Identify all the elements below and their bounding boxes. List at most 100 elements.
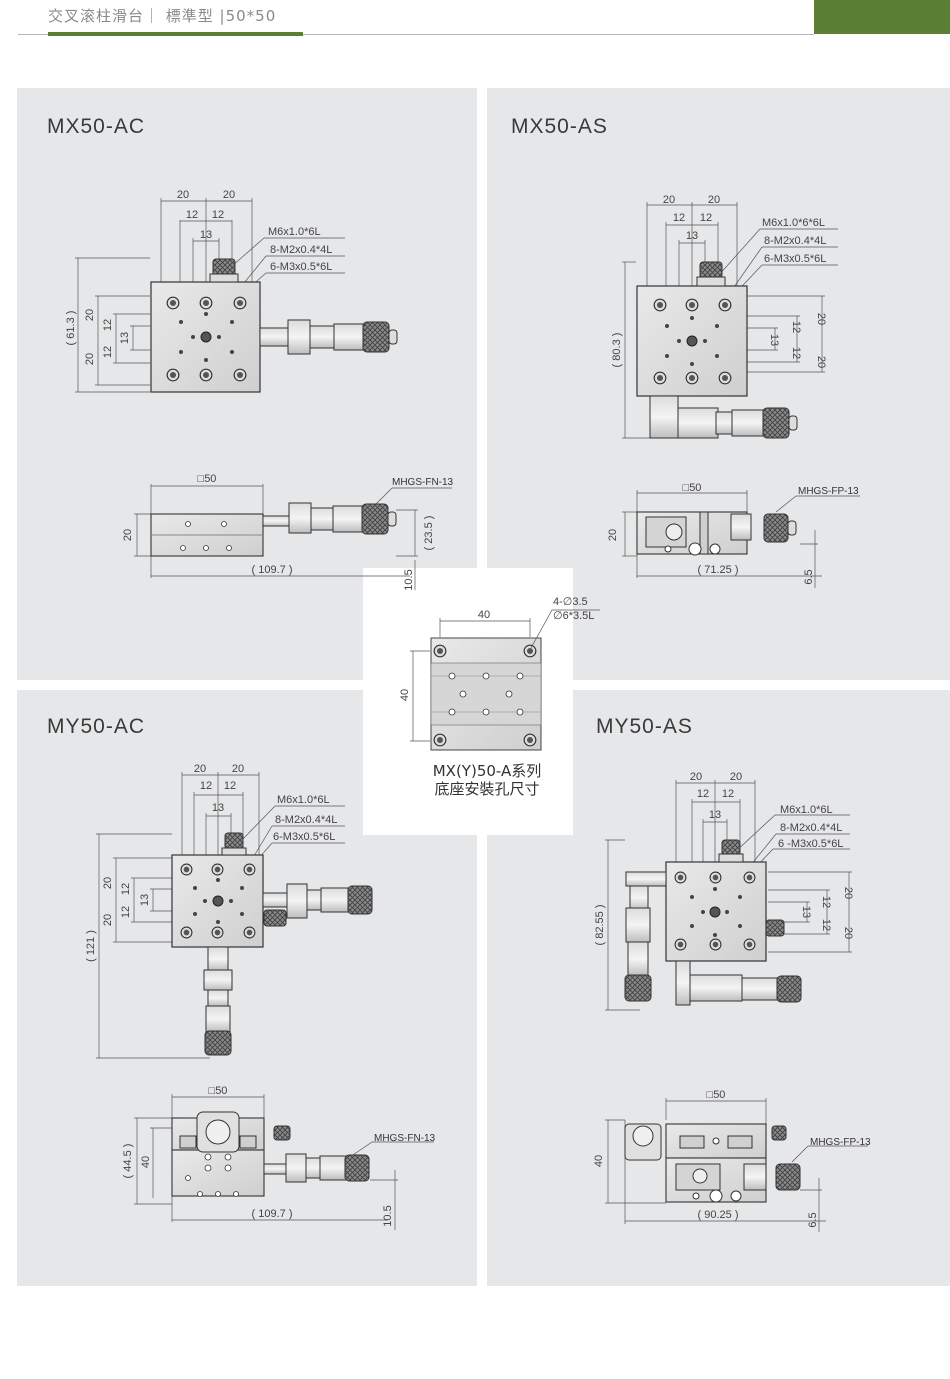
mx50ac-side-105: 10.5 (403, 569, 415, 590)
my50as-note-m2: 8-M2x0.4*4L (780, 822, 842, 834)
mx50ac-dim-left13: 13 (119, 332, 131, 344)
mx50as-side-height: 20 (607, 529, 619, 541)
mx50as-dim-overall: ( 80.3 ) (611, 333, 623, 368)
my50ac-note-m2: 8-M2x0.4*4L (275, 814, 337, 826)
my50-ac-top-view: 20 20 12 12 13 M6x1.0*6L 8-M2x0.4*4L 6-M… (85, 763, 373, 1059)
mx50ac-side-square: □50 (198, 473, 217, 485)
mx50as-micrometer-label: MHGS-FP-13 (798, 486, 859, 497)
my50ac-side-105: 10.5 (382, 1205, 394, 1226)
mx50as-dim-top13: 13 (686, 230, 698, 242)
mx50ac-dim-left12b: 12 (102, 346, 114, 358)
mx50ac-note-m3: 6-M3x0.5*6L (270, 261, 332, 273)
base-holes-label: 4-∅3.5 (553, 596, 588, 608)
mx50as-side-65: 6.5 (803, 569, 815, 584)
mx50ac-dim-top12b: 12 (212, 209, 224, 221)
mx50-as-side-view: □50 20 ( 71.25 ) 6.5 MHGS-FP-13 (607, 482, 860, 588)
panel-title-mx50-ac: MX50-AC (47, 115, 146, 138)
mx50ac-note-m6: M6x1.0*6L (268, 226, 321, 238)
header-accent-bar (48, 32, 303, 36)
my50ac-dim-left20a: 20 (102, 877, 114, 889)
my50ac-dim-top20b: 20 (232, 763, 244, 775)
base-hole-br (523, 733, 537, 747)
my50as-dim-top20a: 20 (690, 771, 702, 783)
base-caption-line2: 底座安裝孔尺寸 (434, 780, 540, 798)
base-hole-bl (433, 733, 447, 747)
mx50ac-dim-overall: ( 61.3 ) (65, 311, 77, 346)
mx50as-note-m2: 8-M2x0.4*4L (764, 235, 826, 247)
my50as-side-65: 6.5 (807, 1212, 819, 1227)
mx50ac-side-height: 20 (122, 529, 134, 541)
panel-title-my50-as: MY50-AS (596, 715, 693, 738)
mx50as-dim-r13: 13 (768, 334, 780, 346)
my50as-note-m6: M6x1.0*6L (780, 804, 833, 816)
my50ac-dim-top12b: 12 (224, 780, 236, 792)
mx50ac-dim-top13: 13 (200, 229, 212, 241)
base-caption-line1: MX(Y)50-A系列 (432, 762, 542, 780)
mx50ac-dim-top12a: 12 (186, 209, 198, 221)
mx50ac-dim-left20b: 20 (84, 353, 96, 365)
my50as-micrometer-label: MHGS-FP-13 (810, 1137, 871, 1148)
my50as-side-40: 40 (593, 1155, 605, 1167)
mx50as-dim-top12b: 12 (700, 212, 712, 224)
my50as-side-square: □50 (707, 1089, 726, 1101)
my50as-dim-top12a: 12 (697, 788, 709, 800)
my50as-dim-top12b: 12 (722, 788, 734, 800)
my50ac-dim-overall: ( 121 ) (85, 930, 97, 962)
my50-ac-side-view: □50 ( 44.5 ) 40 ( 109.7 ) 10.5 MHGS-FN-1… (122, 1085, 436, 1230)
mx50-ac-side-view: □50 20 ( 109.7 ) ( 23.5 ) 10.5 MHGS-FN-1… (122, 473, 454, 591)
my50ac-side-square: □50 (209, 1085, 228, 1097)
page-title: 交叉滚柱滑台｜ 標準型 |50*50 (48, 7, 277, 25)
base-hole-tl (433, 644, 447, 658)
base-hole-tr (523, 644, 537, 658)
my50ac-dim-top13: 13 (212, 802, 224, 814)
mx50ac-side-23: ( 23.5 ) (423, 516, 435, 551)
mx50ac-dim-top20a: 20 (177, 189, 189, 201)
panel-title-mx50-as: MX50-AS (511, 115, 608, 138)
my50ac-side-length: ( 109.7 ) (252, 1208, 293, 1220)
header-corner-block (814, 0, 950, 34)
my50as-note-m3: 6 -M3x0.5*6L (778, 838, 843, 850)
mx50ac-note-m2: 8-M2x0.4*4L (270, 244, 332, 256)
my50ac-dim-top12a: 12 (200, 780, 212, 792)
mx50ac-dim-left12a: 12 (102, 319, 114, 331)
my50ac-micrometer-label: MHGS-FN-13 (374, 1133, 436, 1144)
mx50ac-side-length: ( 109.7 ) (252, 564, 293, 576)
mx50as-dim-top20a: 20 (663, 194, 675, 206)
my50as-dim-overall: ( 82.55 ) (594, 905, 606, 946)
base-width-label: 40 (478, 609, 490, 621)
my50as-dim-top20b: 20 (730, 771, 742, 783)
my50as-dim-r20a: 20 (842, 887, 854, 899)
mx50as-dim-r12a: 12 (790, 321, 802, 333)
my50-as-side-view: □50 40 ( 90.25 ) 6.5 MHGS-FP-13 (593, 1089, 871, 1232)
mx50ac-dim-top20b: 20 (223, 189, 235, 201)
my50as-dim-r20b: 20 (842, 927, 854, 939)
base-center-band (430, 662, 542, 726)
base-caption: MX(Y)50-A系列 底座安裝孔尺寸 (392, 762, 582, 798)
my50ac-dim-top20a: 20 (194, 763, 206, 775)
my50ac-side-445: ( 44.5 ) (122, 1144, 134, 1179)
my50ac-side-40: 40 (140, 1156, 152, 1168)
my50ac-note-m6: M6x1.0*6L (277, 794, 330, 806)
mx50as-dim-top12a: 12 (673, 212, 685, 224)
page-header: 交叉滚柱滑台｜ 標準型 |50*50 (0, 0, 950, 40)
mx50as-note-m3: 6-M3x0.5*6L (764, 253, 826, 265)
my50as-dim-r12b: 12 (820, 919, 832, 931)
panel-title-my50-ac: MY50-AC (47, 715, 146, 738)
my50as-dim-r13: 13 (800, 906, 812, 918)
my50ac-note-m3: 6-M3x0.5*6L (273, 831, 335, 843)
mx50as-side-square: □50 (683, 482, 702, 494)
mx50ac-micrometer-label: MHGS-FN-13 (392, 477, 454, 488)
my50as-dim-top13: 13 (709, 809, 721, 821)
my50ac-dim-left12b: 12 (120, 906, 132, 918)
header-rule (18, 34, 814, 35)
mx50as-dim-r12b: 12 (790, 347, 802, 359)
my50as-dim-r12a: 12 (820, 896, 832, 908)
mx50as-side-length: ( 71.25 ) (698, 564, 739, 576)
my50ac-dim-left20b: 20 (102, 914, 114, 926)
base-counterbore-label: ∅6*3.5L (553, 610, 594, 622)
mx50ac-dim-left20a: 20 (84, 309, 96, 321)
mx50as-dim-r20b: 20 (815, 356, 827, 368)
mx50-as-top-view: 20 20 12 12 13 M6x1.0*6*6L 8-M2x0.4*4L 6… (611, 194, 838, 439)
base-mount-drawing: 40 40 4-∅3.5 ∅6*3.5L (363, 568, 600, 835)
